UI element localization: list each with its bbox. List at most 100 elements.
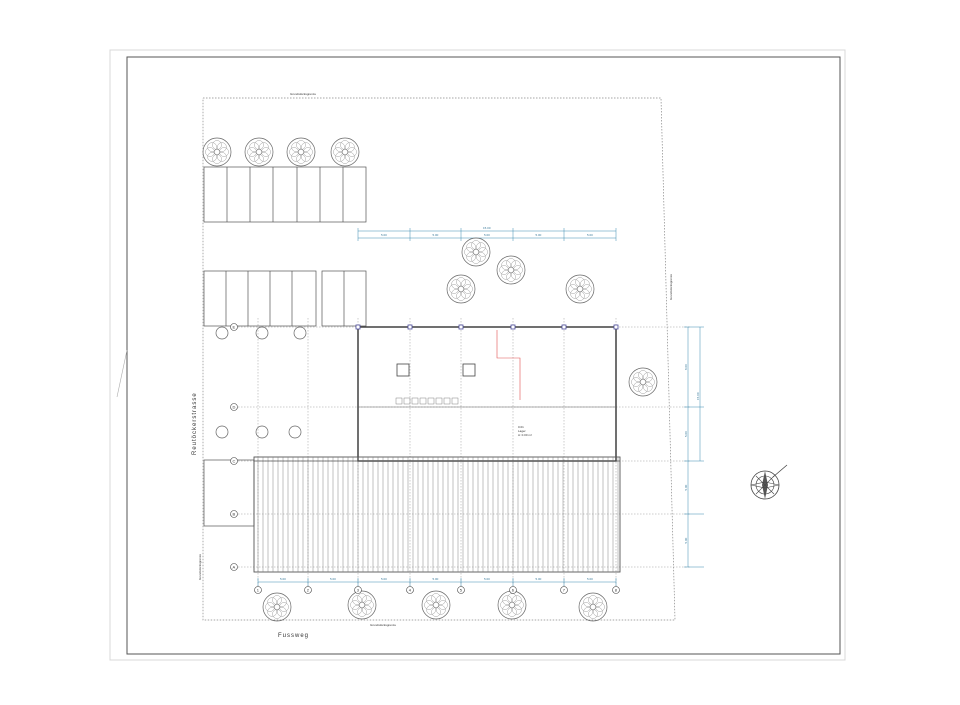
tree-lobe (436, 605, 446, 615)
dim-right-text-2: 5.00 (684, 484, 688, 490)
pole-circle-3 (215, 425, 229, 439)
canopy-roof (253, 456, 621, 573)
dim-bottom-text-4: 5.00 (484, 577, 490, 581)
tree-lobe (340, 154, 350, 164)
tree-center (297, 148, 305, 156)
grid-row-label-3: B (233, 512, 236, 517)
tree-lobe (575, 291, 585, 301)
tree-lobe (476, 242, 486, 252)
tree-center (589, 603, 597, 611)
side-area (203, 459, 255, 527)
rack-cell-0 (395, 397, 403, 405)
tree-lobe (335, 142, 345, 152)
tree-canopy (565, 274, 595, 304)
tree-lobe (426, 605, 436, 615)
grid-col-label-6: 7 (563, 588, 566, 593)
pole-circle-2 (293, 326, 307, 340)
grid-col-label-4: 5 (460, 588, 463, 593)
tree-lobe (364, 600, 374, 610)
tree-canopy (347, 590, 377, 620)
column-marker-1 (407, 324, 413, 330)
tree-canopy (421, 590, 451, 620)
grid-col-bubble-1 (304, 586, 312, 594)
tree-lobe (461, 289, 471, 299)
rack-cell-5 (435, 397, 443, 405)
parking-bottom (203, 270, 367, 327)
tree-lobe (357, 593, 367, 603)
tree-lobe (507, 593, 517, 603)
dim-top-seg-text-4: 5.00 (587, 233, 593, 237)
grid-row-label-0: E (233, 325, 236, 330)
rack-cell-2 (411, 397, 419, 405)
tree-lobe (645, 377, 655, 387)
roof-hatching (254, 457, 620, 572)
grid-row-label-2: C (233, 459, 236, 464)
grid-lines (238, 318, 690, 590)
tree-lobe (205, 147, 215, 157)
red-guide-line (496, 330, 521, 400)
tree-lobe (254, 140, 264, 150)
tree-lobe (580, 279, 590, 289)
tree-canopy (446, 274, 476, 304)
tree-lobe (582, 284, 592, 294)
tree-lobe (588, 609, 598, 619)
rack-cell-1 (403, 397, 411, 405)
tree-lobe (261, 147, 271, 157)
tree-lobe (272, 595, 282, 605)
grid-row-label-4: A (233, 565, 236, 570)
tree-icon-12 (497, 590, 527, 620)
storage-rack (395, 397, 459, 405)
tree-lobe (247, 147, 257, 157)
tree-center (507, 266, 515, 274)
tree-lobe (249, 142, 259, 152)
tree-icon-8 (628, 367, 658, 397)
tree-icon-3 (330, 137, 360, 167)
trees (202, 137, 658, 622)
dim-bottom-text-0: 5.00 (280, 577, 286, 581)
tree-lobe (259, 142, 269, 152)
grid-col-label-3: 4 (409, 588, 412, 593)
tree-lobe (301, 142, 311, 152)
tree-center (432, 601, 440, 609)
tree-lobe (514, 600, 524, 610)
tree-lobe (357, 607, 367, 617)
dim-bottom-text-3: 5.00 (433, 577, 439, 581)
grid-col-bubble-3 (406, 586, 414, 594)
tree-canopy (496, 255, 526, 285)
tree-lobe (451, 279, 461, 289)
dim-bottom-text-5: 5.00 (536, 577, 542, 581)
tree-lobe (580, 289, 590, 299)
tree-lobe (464, 247, 474, 257)
tree-lobe (583, 597, 593, 607)
tree-canopy (578, 592, 608, 622)
tree-lobe (212, 140, 222, 150)
tree-lobe (289, 147, 299, 157)
dim-bottom-text-2: 5.00 (381, 577, 387, 581)
tree-lobe (431, 593, 441, 603)
tree-icon-0 (202, 137, 232, 167)
tree-canopy (628, 367, 658, 397)
tree-lobe (588, 595, 598, 605)
tree-lobe (583, 607, 593, 617)
edge-mark (116, 349, 128, 398)
tree-lobe (277, 597, 287, 607)
grid-col-bubble-5 (509, 586, 517, 594)
tree-lobe (456, 291, 466, 301)
tree-lobe (254, 154, 264, 164)
tree-lobe (291, 152, 301, 162)
street-label: Reutöckerstrasse (192, 392, 198, 455)
tree-lobe (633, 372, 643, 382)
grid-col-bubble-7 (612, 586, 620, 594)
tree-lobe (259, 152, 269, 162)
tree-lobe (219, 147, 229, 157)
tree-lobe (463, 284, 473, 294)
tree-center (273, 603, 281, 611)
tree-lobe (643, 372, 653, 382)
dim-right-text-1: 5.00 (684, 431, 688, 437)
tree-lobe (461, 279, 471, 289)
dim-top-seg-text-3: 5.00 (536, 233, 542, 237)
grid-row-label-1: D (233, 405, 236, 410)
